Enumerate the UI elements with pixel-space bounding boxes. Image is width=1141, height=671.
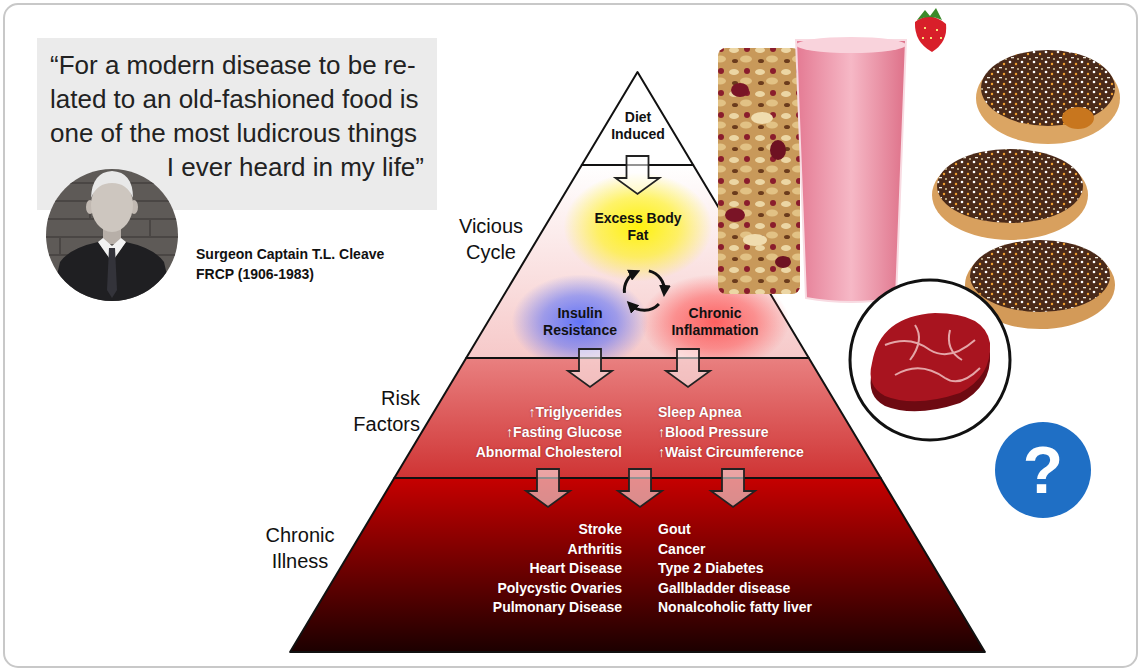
illness-item: Heart Disease — [402, 559, 622, 577]
cycle-label: Insulin Resistance — [535, 305, 625, 339]
steak-edge — [871, 323, 991, 411]
strawberry-seeds — [922, 28, 942, 38]
caramel-filling — [1062, 107, 1094, 129]
portrait-caption: Surgeon Captain T.L. Cleave FRCP (1906-1… — [196, 244, 406, 284]
pyramid-band: Vicious Cycle Excess Body FatInsulin Resi… — [440, 165, 840, 358]
donut-chocolate — [981, 50, 1115, 126]
band-heading: Risk Factors — [320, 385, 420, 437]
donut-dough — [932, 150, 1088, 240]
tie — [107, 248, 117, 298]
band-heading: Chronic Illness — [248, 522, 352, 574]
neck — [103, 226, 121, 244]
steak — [871, 313, 991, 401]
illness-item: Arthritis — [402, 540, 622, 558]
donut-chocolate — [970, 240, 1110, 312]
donut-sprinkles — [981, 50, 1115, 126]
band-fill — [582, 72, 693, 165]
illness-item: Cancer — [658, 540, 908, 558]
illness-item: Polycystic Ovaries — [402, 579, 622, 597]
illness-item: Gout — [658, 520, 908, 538]
risk-factor: Abnormal Cholesterol — [422, 443, 622, 461]
question-mark: ? — [1023, 437, 1063, 503]
box-fill — [37, 38, 437, 210]
risk-factor: Sleep Apnea — [658, 403, 878, 421]
donut-dough — [976, 52, 1120, 144]
risk-factor: ↑Waist Circumference — [658, 443, 878, 461]
illness-item: Pulmonary Disease — [402, 598, 622, 616]
cranberry — [775, 256, 791, 268]
quote-text: “For a modern disease to be re- lated to… — [50, 48, 424, 184]
illness-item: Nonalcoholic fatty liver — [658, 598, 908, 616]
cycle-label: Excess Body Fat — [593, 210, 683, 244]
smoothie-glass — [796, 8, 946, 302]
apex-label: Diet Induced — [603, 109, 673, 143]
donut-chocolate — [937, 149, 1083, 223]
illness-item: Type 2 Diabetes — [658, 559, 908, 577]
risk-factor: ↑Blood Pressure — [658, 423, 878, 441]
cranberry — [725, 208, 745, 222]
pyramid-apex: Diet Induced — [578, 72, 698, 165]
glow-fill — [641, 274, 790, 369]
frame-border — [4, 4, 1137, 667]
cranberry — [731, 83, 749, 97]
donuts — [932, 50, 1120, 329]
steak-circle — [850, 280, 1010, 440]
quote-box: “For a modern disease to be re- lated to… — [37, 38, 437, 210]
band-fill — [394, 358, 880, 478]
illness-item: Stroke — [402, 520, 622, 538]
glass — [796, 40, 906, 302]
foam — [796, 37, 906, 53]
donut-dough — [965, 241, 1115, 329]
nut — [743, 234, 767, 246]
band-fill — [290, 478, 985, 652]
pyramid-band: Chronic Illness StrokeArthritisHeart Dise… — [245, 478, 990, 652]
glow-fill — [512, 274, 648, 369]
nut — [751, 112, 773, 124]
donut-sprinkles — [937, 149, 1083, 223]
cycle-node: Chronic Inflammation — [655, 294, 775, 350]
cycle-node: Excess Body Fat — [578, 195, 698, 259]
donut-sprinkles — [970, 240, 1110, 312]
question-circle: ? — [995, 422, 1091, 518]
circle-fill — [995, 422, 1091, 518]
illness-item: Gallbladder disease — [658, 579, 908, 597]
risk-factor: ↑Fasting Glucose — [422, 423, 622, 441]
shirt — [98, 238, 126, 262]
cycle-label: Chronic Inflammation — [665, 305, 765, 339]
suit — [50, 242, 174, 305]
cycle-node: Insulin Resistance — [525, 294, 635, 350]
risk-factor: ↑Triglycerides — [422, 403, 622, 421]
pyramid-band: Risk Factors↑Triglycerides ↑Fasting Gluco… — [320, 358, 890, 478]
band-heading: Vicious Cycle — [445, 213, 537, 265]
steak-frame — [850, 280, 1010, 440]
marbling — [885, 325, 980, 381]
strawberry — [915, 16, 946, 52]
glow-fill — [564, 173, 713, 282]
cranberry — [770, 140, 786, 160]
strawberry-leaves — [917, 8, 942, 20]
